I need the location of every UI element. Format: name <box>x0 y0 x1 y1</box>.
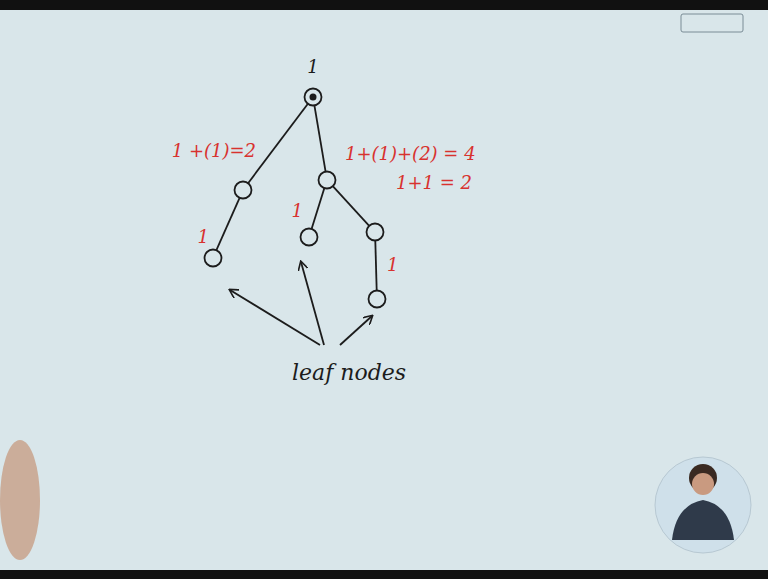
node-circle <box>365 222 385 242</box>
presenter-body <box>672 500 734 540</box>
hand <box>0 440 40 560</box>
node-count-label: 1+(1)+(2) = 4 <box>345 143 476 165</box>
node-circle <box>203 248 223 268</box>
leader-arrow <box>230 290 320 345</box>
tree-edge <box>375 241 376 291</box>
leader-arrow <box>340 316 372 345</box>
node-circle <box>233 180 253 200</box>
node-count-label: 1 <box>292 200 303 222</box>
note-label: leaf nodes <box>292 360 406 385</box>
stamp-box <box>681 14 743 32</box>
node-circle <box>317 170 337 190</box>
tree-node: 1+(1)+(2) = 4 <box>317 170 337 190</box>
node-count-label: 1 <box>307 56 318 78</box>
node-circle <box>299 227 319 247</box>
tree-edge <box>314 105 325 171</box>
presenter-face <box>692 473 714 495</box>
node-count-label: 1 <box>198 226 209 248</box>
tree-node: 1 <box>303 87 323 107</box>
node-count-label: 1+1 = 2 <box>396 172 472 194</box>
paper <box>0 10 768 570</box>
tree-node: 1 <box>203 248 223 268</box>
node-circle <box>367 289 387 309</box>
tree-edge <box>216 198 239 250</box>
tree-edge <box>333 186 369 226</box>
presenter-inset <box>655 457 751 553</box>
node-count-label: 1 +(1)=2 <box>172 140 256 162</box>
tree-node: 1 <box>367 289 387 309</box>
tree-node: 1+1 = 2 <box>365 222 385 242</box>
tree-node: 1 <box>299 227 319 247</box>
tree-edge <box>248 104 308 183</box>
tree-edge <box>312 188 325 229</box>
node-count-label: 1 <box>387 254 398 276</box>
tree-node: 1 +(1)=2 <box>233 180 253 200</box>
node-circle <box>303 87 323 107</box>
leader-arrow <box>301 262 324 345</box>
